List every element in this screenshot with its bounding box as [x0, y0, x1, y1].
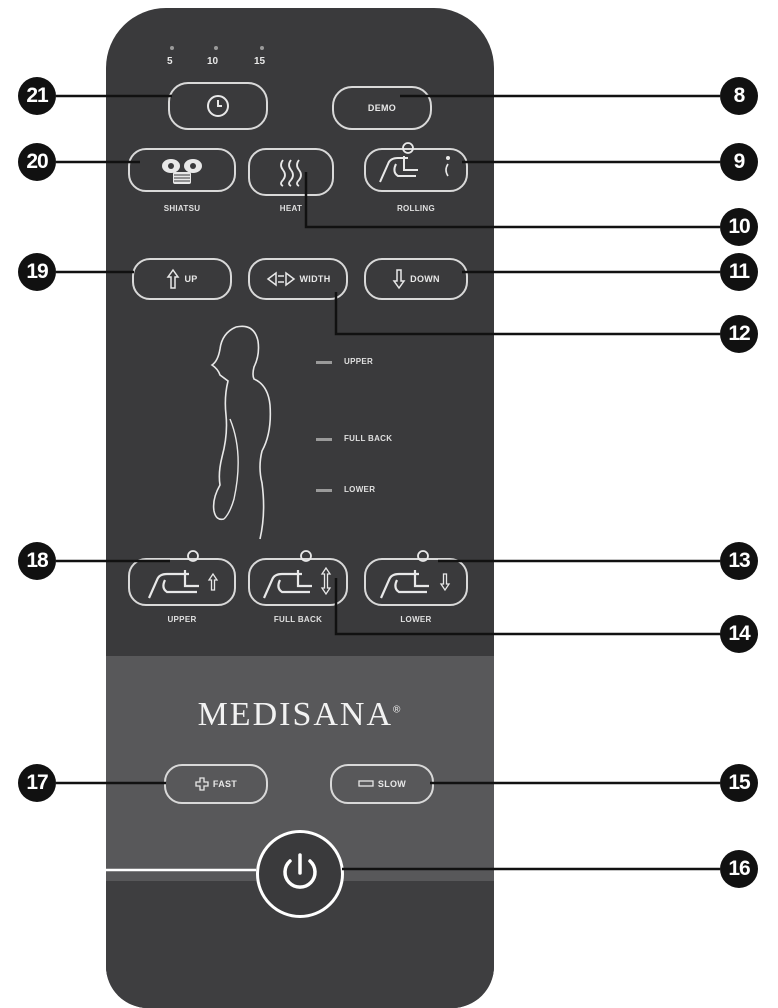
shiatsu-massage-icon — [162, 159, 202, 184]
demo-button[interactable]: DEMO — [332, 86, 432, 130]
width-button[interactable]: WIDTH — [248, 258, 348, 300]
full-back-zone-button-label: FULL BACK — [273, 615, 323, 624]
shiatsu-label: SHIATSU — [163, 204, 201, 213]
callout-14: 14 — [720, 615, 758, 653]
arrow-down-icon — [392, 269, 406, 290]
leader-12 — [334, 292, 720, 336]
upper-zone-label: UPPER — [344, 357, 374, 366]
heat-label: HEAT — [279, 204, 303, 213]
width-arrows-icon — [266, 271, 295, 287]
lower-zone-label: LOWER — [344, 485, 376, 494]
width-button-label: WIDTH — [299, 274, 331, 284]
timer-tick-15: 15 — [254, 56, 266, 67]
callout-18: 18 — [18, 542, 56, 580]
up-button[interactable]: UP — [132, 258, 232, 300]
rolling-chair-icon — [379, 142, 450, 183]
up-button-label: UP — [184, 274, 198, 284]
down-button-label: DOWN — [410, 274, 440, 284]
callout-9: 9 — [720, 143, 758, 181]
remote-control: MEDISANA® 5 10 15 DEMO SHIATSU HEAT — [106, 8, 494, 1008]
callout-12: 12 — [720, 315, 758, 353]
lower-zone-button-label: LOWER — [400, 615, 432, 624]
power-button[interactable] — [256, 830, 344, 918]
timer-led-10 — [214, 46, 218, 50]
callout-13: 13 — [720, 542, 758, 580]
lower-chair-arrow-icon — [379, 550, 451, 599]
callout-21: 21 — [18, 77, 56, 115]
body-outline-icon — [210, 325, 272, 540]
timer-led-5 — [170, 46, 174, 50]
upper-zone-led — [316, 361, 332, 364]
power-icon — [283, 853, 317, 889]
full-back-zone-label: FULL BACK — [344, 434, 393, 443]
rolling-button[interactable] — [364, 142, 468, 192]
slow-button-label: SLOW — [377, 779, 407, 789]
callout-11: 11 — [720, 253, 758, 291]
rolling-label: ROLLING — [396, 204, 436, 213]
callout-19: 19 — [18, 253, 56, 291]
callout-16: 16 — [720, 850, 758, 888]
full-back-zone-button[interactable] — [248, 550, 348, 606]
full-back-chair-arrow-icon — [262, 550, 332, 599]
upper-chair-arrow-icon — [147, 550, 219, 599]
upper-zone-button-label: UPPER — [167, 615, 197, 624]
clock-icon — [207, 95, 229, 117]
callout-15: 15 — [720, 764, 758, 802]
lower-zone-button[interactable] — [364, 550, 468, 606]
callout-20: 20 — [18, 143, 56, 181]
timer-tick-5: 5 — [167, 56, 173, 67]
lower-zone-led — [316, 489, 332, 492]
timer-button[interactable] — [168, 82, 268, 130]
leader-14 — [334, 578, 720, 636]
callout-17: 17 — [18, 764, 56, 802]
heat-waves-icon — [280, 159, 302, 187]
shiatsu-button[interactable] — [128, 148, 236, 192]
minus-icon — [358, 780, 374, 787]
brand-logo: MEDISANA® — [197, 696, 403, 733]
timer-led-15 — [260, 46, 264, 50]
leader-10 — [304, 172, 720, 229]
callout-10: 10 — [720, 208, 758, 246]
callout-8: 8 — [720, 77, 758, 115]
fast-button-label: FAST — [212, 779, 238, 789]
down-button[interactable]: DOWN — [364, 258, 468, 300]
upper-zone-button[interactable] — [128, 550, 236, 606]
timer-tick-10: 10 — [207, 56, 219, 67]
heat-button[interactable] — [248, 148, 334, 196]
full-back-zone-led — [316, 438, 332, 441]
demo-button-label: DEMO — [367, 103, 397, 113]
arrow-up-icon — [166, 268, 180, 289]
plus-icon — [195, 777, 209, 791]
